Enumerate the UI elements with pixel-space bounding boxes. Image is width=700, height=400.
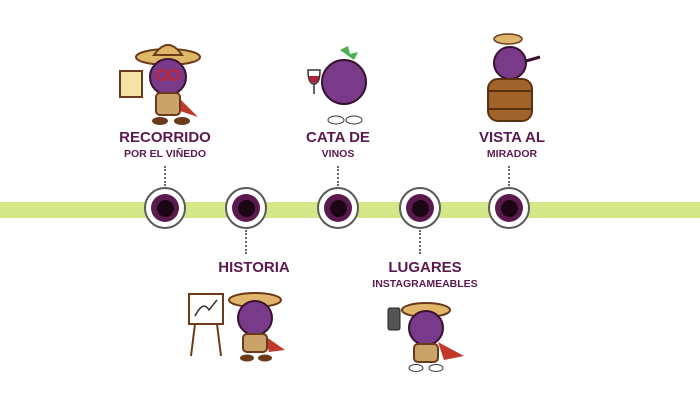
grape-easel-icon [188,292,285,362]
connector-line [245,230,247,254]
stop-label-recorrido: RECORRIDO POR EL VIÑEDO [75,130,255,160]
connector-line [508,166,510,186]
connector-line [164,166,166,186]
stop-title: HISTORIA [218,259,290,276]
connector-line [419,230,421,254]
stop-title: RECORRIDO [119,129,211,146]
grape-explorer-map-icon [119,44,201,125]
stop-subtitle: VINOS [321,148,355,160]
stop-subtitle: INSTAGRAMEABLES [372,278,478,290]
timeline-node-historia[interactable] [225,187,267,229]
stop-title: CATA DE [306,129,370,146]
stop-title: VISTA AL [478,129,546,146]
stop-subtitle: POR EL VIÑEDO [123,148,207,160]
stop-label-vista: VISTA AL MIRADOR [422,130,602,160]
stop-title: LUGARES [388,259,462,276]
connector-line [337,166,339,186]
stop-label-cata: CATA DE VINOS [248,130,428,160]
timeline-node-vista[interactable] [488,187,530,229]
timeline-node-lugares[interactable] [399,187,441,229]
grape-phone-icon [387,302,464,372]
grape-on-barrel-icon [487,33,541,122]
timeline-node-cata[interactable] [317,187,359,229]
stop-label-historia: HISTORIA [164,260,344,275]
timeline-node-recorrido[interactable] [144,187,186,229]
stop-label-lugares: LUGARES INSTAGRAMEABLES [335,260,515,290]
grape-wine-glass-icon [307,46,367,125]
stop-subtitle: MIRADOR [486,148,538,160]
